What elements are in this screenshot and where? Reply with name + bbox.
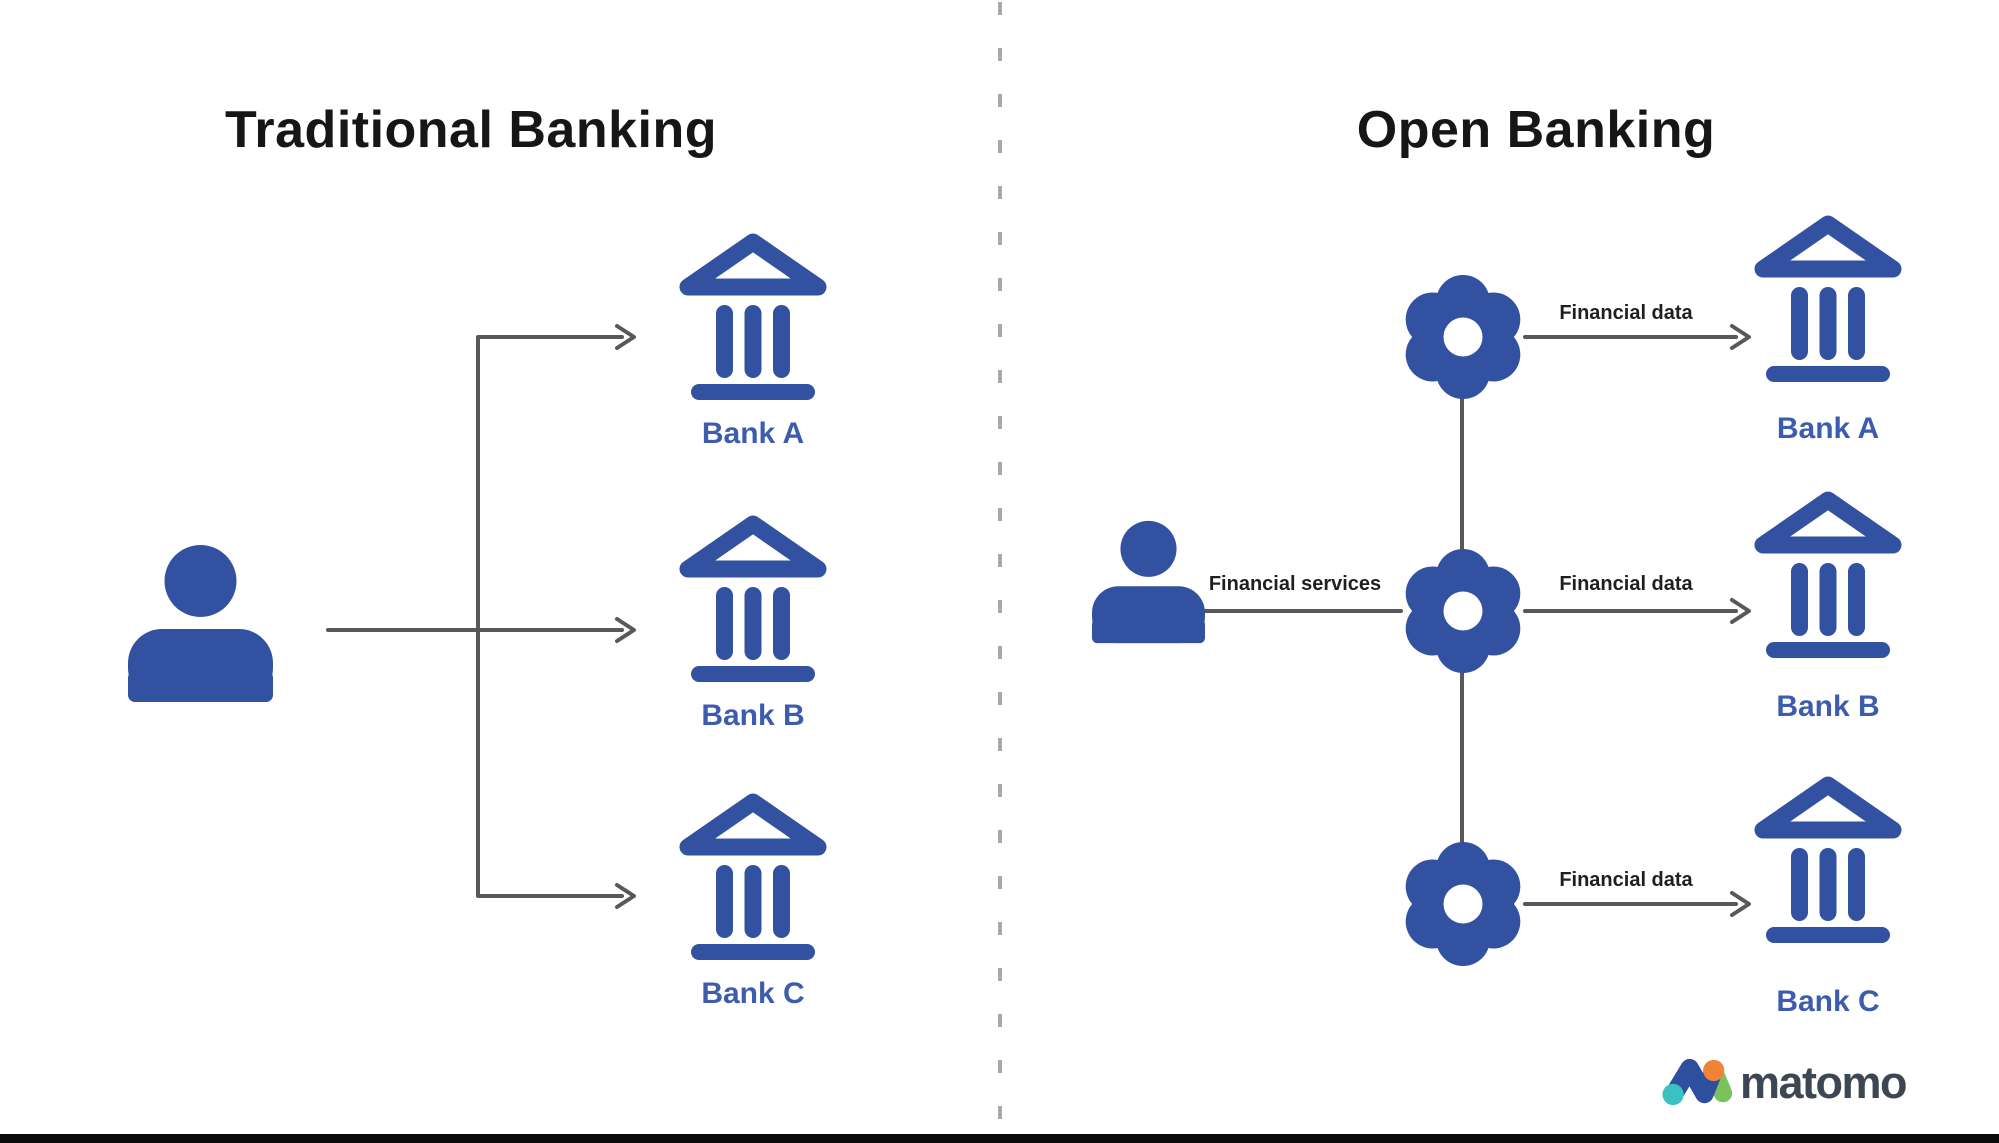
bank-label: Bank B (701, 699, 805, 732)
arrowhead-icon (1730, 324, 1751, 350)
arrowhead-icon (615, 324, 636, 350)
bank-icon (679, 515, 827, 682)
left-panel-title: Traditional Banking (225, 101, 717, 159)
financial-data-label: Financial data (1559, 302, 1693, 324)
person-icon (128, 545, 273, 702)
bank-label: Bank C (1776, 985, 1880, 1018)
bank-icon (1754, 215, 1902, 382)
financial-services-label: Financial services (1208, 573, 1382, 595)
matomo-wordmark: matomo (1740, 1057, 1908, 1108)
arrowhead-icon (615, 883, 636, 909)
gear-icon (1405, 549, 1521, 673)
financial-data-label: Financial data (1559, 869, 1693, 891)
right-panel-title: Open Banking (1356, 101, 1716, 159)
bank-label: Bank B (1776, 690, 1880, 723)
person-icon (1092, 520, 1205, 644)
bank-label: Bank A (701, 417, 805, 450)
bank-icon (679, 233, 827, 400)
bank-label: Bank A (1776, 412, 1880, 445)
bank-icon (1754, 491, 1902, 658)
arrowhead-icon (615, 617, 636, 643)
bank-icon (1754, 776, 1902, 943)
matomo-logo-icon (1662, 1058, 1733, 1106)
left-connectors (326, 324, 636, 909)
financial-data-label: Financial data (1559, 573, 1693, 595)
gear-icon (1405, 275, 1521, 399)
bank-label: Bank C (701, 977, 805, 1010)
gear-icon (1405, 842, 1521, 966)
bottom-bar (0, 1134, 1999, 1143)
bank-icon (679, 793, 827, 960)
arrowhead-icon (1730, 598, 1751, 624)
arrowhead-icon (1730, 891, 1751, 917)
